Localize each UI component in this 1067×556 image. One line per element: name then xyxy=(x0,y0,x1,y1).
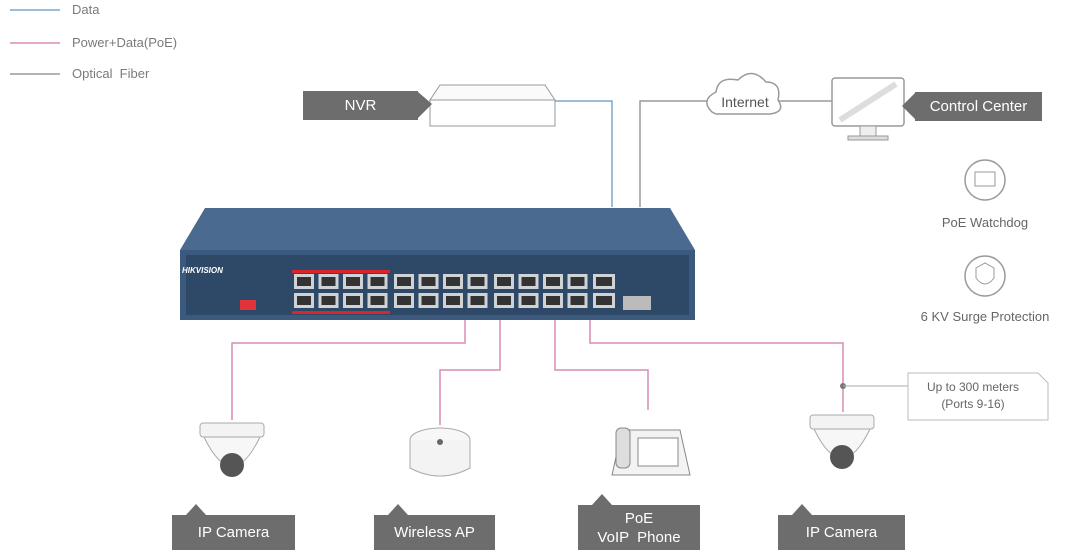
legend-fiber-label: Optical Fiber xyxy=(72,66,150,81)
poe-line-phone xyxy=(554,320,649,410)
control-center-label: Control Center xyxy=(915,92,1042,121)
callout-line-2: (Ports 9-16) xyxy=(941,397,1005,411)
ethernet-port-socket xyxy=(570,296,585,305)
ethernet-port-socket xyxy=(321,296,336,305)
callout-box xyxy=(907,372,1049,421)
ethernet-port-socket xyxy=(346,296,360,305)
nvr-label: NVR xyxy=(303,91,418,120)
ethernet-port-socket xyxy=(521,296,536,305)
shield-icon xyxy=(964,255,1006,297)
callout-line-1: Up to 300 meters xyxy=(926,380,1020,394)
ethernet-port-socket xyxy=(297,296,311,305)
ethernet-port-socket xyxy=(421,277,436,286)
ethernet-ports xyxy=(294,274,615,308)
poe-line-camera-1 xyxy=(231,320,466,420)
ethernet-port-socket xyxy=(497,277,511,286)
voip-phone-icon xyxy=(611,427,691,476)
poe-line-ap xyxy=(439,320,501,425)
watchdog-icon xyxy=(964,159,1006,201)
legend-data-label: Data xyxy=(72,2,100,17)
ethernet-port-socket xyxy=(297,277,311,286)
ethernet-port-socket xyxy=(570,277,585,286)
poe-switch xyxy=(180,208,695,320)
uplink-port-socket xyxy=(596,277,612,286)
ip-camera-1-icon xyxy=(199,422,265,477)
internet-cloud-icon xyxy=(706,72,782,115)
nvr-data-line xyxy=(555,100,613,207)
ethernet-port-socket xyxy=(446,277,460,286)
feature-poe-watchdog: PoE Watchdog xyxy=(941,215,1029,230)
ethernet-port-socket xyxy=(321,277,336,286)
nvr-device xyxy=(429,84,556,127)
legend-lines xyxy=(10,9,60,75)
legend-poe-label: Power+Data(PoE) xyxy=(72,35,178,50)
ethernet-port-socket xyxy=(446,296,460,305)
uplink-port-socket xyxy=(596,296,612,305)
monitor-icon xyxy=(831,77,905,141)
poe-line-camera-2 xyxy=(589,320,844,412)
callout-text: Up to 300 meters (Ports 9-16) xyxy=(908,379,1038,413)
ethernet-port-socket xyxy=(470,296,485,305)
wireless-ap-icon xyxy=(409,427,471,477)
ethernet-port-socket xyxy=(546,296,560,305)
control-tag-arrow xyxy=(902,93,915,119)
internet-fiber-line xyxy=(639,100,712,207)
ethernet-port-socket xyxy=(421,296,436,305)
ethernet-port-socket xyxy=(470,277,485,286)
ip-camera-2-label: IP Camera xyxy=(778,515,905,550)
ip-camera-2-icon xyxy=(809,414,875,469)
ethernet-port-socket xyxy=(497,296,511,305)
sfp-port xyxy=(623,296,651,310)
nvr-tag-arrow xyxy=(418,92,432,118)
wireless-ap-label: Wireless AP xyxy=(374,515,495,550)
internet-label: Internet xyxy=(721,94,769,110)
ethernet-port-socket xyxy=(521,277,536,286)
voip-phone-label-line-1: PoE xyxy=(624,509,654,527)
voip-phone-label-line-2: VoIP Phone xyxy=(597,528,681,546)
feature-surge-protection: 6 KV Surge Protection xyxy=(920,309,1050,324)
voip-phone-label: PoE VoIP Phone xyxy=(578,505,700,550)
ethernet-port-socket xyxy=(397,296,411,305)
ip-camera-1-label: IP Camera xyxy=(172,515,295,550)
ethernet-port-socket xyxy=(370,277,385,286)
ethernet-port-socket xyxy=(346,277,360,286)
switch-brand-logo: HIKVISION xyxy=(182,266,223,275)
dip-switch xyxy=(240,300,256,310)
ethernet-port-socket xyxy=(370,296,385,305)
ethernet-port-socket xyxy=(546,277,560,286)
ethernet-port-socket xyxy=(397,277,411,286)
